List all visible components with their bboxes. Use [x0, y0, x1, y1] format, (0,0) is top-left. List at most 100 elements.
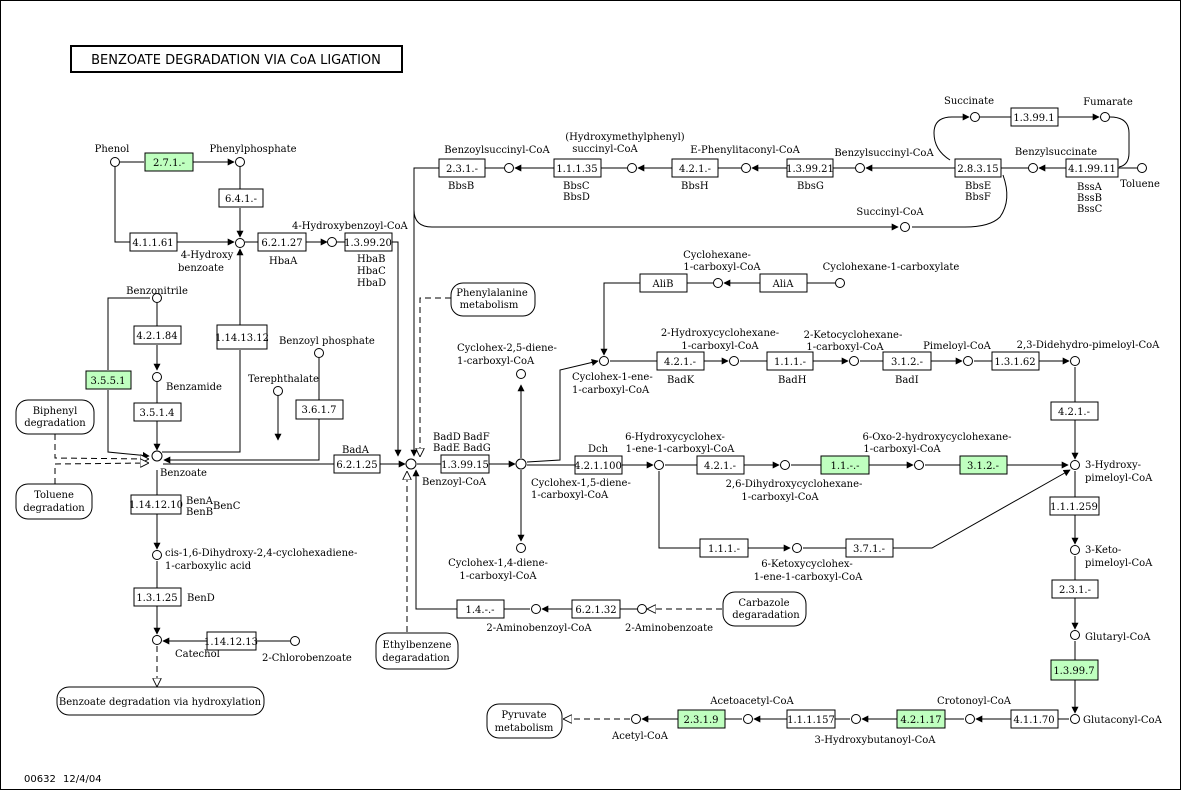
- enzyme-3-5-5-1[interactable]: 3.5.5.1: [85, 370, 132, 390]
- compound-cyclohex-1-5-diene[interactable]: [515, 458, 527, 470]
- compound-cyclohex-1-ene[interactable]: [599, 356, 609, 366]
- compound-phenylphosphate[interactable]: [235, 157, 245, 167]
- map-biphenyl-degradation[interactable]: Biphenyl degradation: [15, 399, 95, 435]
- enzyme-6-4-1[interactable]: 6.4.1.-: [218, 188, 264, 208]
- compound-nodes[interactable]: [110, 112, 1147, 724]
- compound-2-ketocyclohexane[interactable]: [849, 356, 859, 366]
- compound-2-6-dihydroxycyclohexane[interactable]: [780, 460, 790, 470]
- compound-cyclohex-2-5-diene[interactable]: [516, 369, 526, 379]
- compound-cis-dihydrodiol[interactable]: [152, 550, 162, 560]
- enzyme-1-1-1-35[interactable]: 1.1.1.35: [553, 158, 602, 178]
- enzyme-1-3-99-7[interactable]: 1.3.99.7: [1050, 659, 1099, 681]
- enzyme-3-1-2-mid[interactable]: 3.1.2.-: [959, 455, 1008, 475]
- enzyme-4-2-1-mid[interactable]: 4.2.1.-: [696, 455, 745, 475]
- compound-cyclohexane-1-carboxylate[interactable]: [835, 278, 845, 288]
- compound-terephthalate[interactable]: [273, 386, 283, 396]
- enzyme-2-3-1-bbsb[interactable]: 2.3.1.-: [438, 158, 486, 178]
- compound-acetoacetyl-coa[interactable]: [743, 714, 753, 724]
- compound-3-hydroxypimeloyl-coa[interactable]: [1070, 460, 1080, 470]
- compound-cyclohexane-1-carboxyl-coa[interactable]: [713, 278, 723, 288]
- enzyme-3-1-2-badi[interactable]: 3.1.2.-: [882, 351, 932, 371]
- compound-e-phenylitaconyl-coa[interactable]: [741, 163, 751, 173]
- compound-4-hydroxybenzoate[interactable]: [235, 238, 245, 248]
- compound-hydroxymethylphenyl-succinyl-coa[interactable]: [627, 163, 637, 173]
- compound-cyclohex-1-4-diene[interactable]: [516, 543, 526, 553]
- compound-2-3-didehydro-pimeloyl-coa[interactable]: [1070, 356, 1080, 366]
- enzyme-3-7-1[interactable]: 3.7.1.-: [845, 538, 894, 558]
- enzyme-6-2-1-25[interactable]: 6.2.1.25: [333, 454, 381, 474]
- compound-benzoate[interactable]: [151, 450, 163, 462]
- enzyme-4-1-99-11[interactable]: 4.1.99.11: [1065, 158, 1119, 178]
- compound-crotonoyl-coa[interactable]: [965, 714, 975, 724]
- compound-3-ketopimeloyl-coa[interactable]: [1070, 545, 1080, 555]
- compound-toluene[interactable]: [1137, 163, 1147, 173]
- compound-benzylsuccinate[interactable]: [1028, 163, 1038, 173]
- enzyme-3-6-1-7[interactable]: 3.6.1.7: [295, 399, 344, 420]
- compound-glutaryl-coa[interactable]: [1070, 630, 1080, 640]
- compound-benzamide[interactable]: [152, 372, 162, 382]
- compound-2-hydroxycyclohexane[interactable]: [729, 356, 739, 366]
- enzyme-4-2-1-100[interactable]: 4.2.1.100: [574, 455, 623, 475]
- enzyme-4-2-1-84[interactable]: 4.2.1.84: [133, 325, 182, 345]
- enzyme-2-7-1[interactable]: 2.7.1.-: [144, 152, 194, 172]
- compound-benzoylsuccinyl-coa[interactable]: [504, 163, 514, 173]
- enzyme-4-2-1-bbsh[interactable]: 4.2.1.-: [671, 158, 719, 178]
- map-ethylbenzene-degradation[interactable]: Ethylbenzene degaradation: [375, 632, 459, 670]
- enzyme-6-2-1-32[interactable]: 6.2.1.32: [571, 599, 621, 619]
- map-benzoate-hydroxylation[interactable]: Benzoate degradation via hydroxylation: [56, 686, 265, 716]
- compound-2-chlorobenzoate[interactable]: [290, 636, 300, 646]
- enzyme-1-3-1-62[interactable]: 1.3.1.62: [991, 351, 1040, 371]
- compound-catechol[interactable]: [152, 635, 162, 645]
- enzyme-1-3-99-20[interactable]: 1.3.99.20: [344, 232, 393, 252]
- compound-6-oxo-2-hydroxycyclohexane[interactable]: [914, 460, 924, 470]
- enzyme-2-3-1-9[interactable]: 2.3.1.9: [677, 709, 726, 729]
- compound-acetyl-coa[interactable]: [631, 714, 641, 724]
- enzyme-1-14-13-12[interactable]: 1.14.13.12: [215, 324, 269, 350]
- compound-6-ketoxycyclohex[interactable]: [792, 543, 802, 553]
- compound-pimeloyl-coa[interactable]: [963, 356, 973, 366]
- map-links[interactable]: Biphenyl degradation Toluene degradation…: [15, 282, 807, 739]
- compound-glutaconyl-coa[interactable]: [1070, 714, 1080, 724]
- compound-benzylsuccinyl-coa[interactable]: [855, 163, 865, 173]
- enzyme-1-1-1-259[interactable]: 1.1.1.259: [1049, 496, 1100, 516]
- compound-3-hydroxybutanoyl-coa[interactable]: [851, 714, 861, 724]
- enzyme-2-3-1-right[interactable]: 2.3.1.-: [1051, 579, 1099, 599]
- enzyme-1-3-99-21[interactable]: 1.3.99.21: [786, 158, 834, 178]
- enzyme-1-1-1-badh[interactable]: 1.1.1.-: [766, 351, 814, 371]
- compound-benzoyl-phosphate[interactable]: [314, 348, 324, 358]
- enzyme-1-14-12-10[interactable]: 1.14.12.10: [129, 494, 183, 515]
- enzyme-1-14-12-13[interactable]: 1.14.12.13: [204, 631, 258, 651]
- compound-phenol[interactable]: [110, 157, 120, 167]
- enzyme-2-8-3-15[interactable]: 2.8.3.15: [954, 158, 1002, 178]
- compound-2-aminobenzoate[interactable]: [637, 604, 647, 614]
- compound-6-hydroxycyclohex[interactable]: [654, 460, 664, 470]
- enzyme-6-2-1-27[interactable]: 6.2.1.27: [257, 232, 307, 252]
- enzyme-1-3-99-15[interactable]: 1.3.99.15: [440, 454, 490, 474]
- enzyme-boxes[interactable]: 2.7.1.- 6.4.1.- 4.1.1.61 6.2.1.27 1.3.99…: [85, 107, 1119, 729]
- enzyme-alia[interactable]: AliA: [759, 273, 808, 293]
- enzyme-3-5-1-4[interactable]: 3.5.1.4: [133, 402, 182, 422]
- enzyme-4-2-1-badk[interactable]: 4.2.1.-: [656, 351, 705, 371]
- enzyme-1-1-1-157[interactable]: 1.1.1.157: [786, 709, 836, 729]
- compound-fumarate[interactable]: [1100, 112, 1110, 122]
- compound-benzoyl-coa[interactable]: [405, 458, 417, 470]
- map-pyruvate-metabolism[interactable]: Pyruvate metabolism: [486, 703, 563, 739]
- compound-4-hydroxybenzoyl-coa[interactable]: [327, 237, 337, 247]
- map-phenylalanine-metabolism[interactable]: Phenylalanine metabolism: [450, 282, 536, 317]
- map-toluene-degradation[interactable]: Toluene degradation: [15, 483, 93, 520]
- enzyme-1-4[interactable]: 1.4.-.-: [456, 599, 505, 619]
- compound-succinyl-coa[interactable]: [900, 222, 910, 232]
- compound-2-aminobenzoyl-coa[interactable]: [531, 604, 541, 614]
- enzyme-alib[interactable]: AliB: [639, 273, 688, 293]
- enzyme-1-3-99-1[interactable]: 1.3.99.1: [1010, 107, 1059, 127]
- enzyme-1-1-1-low[interactable]: 1.1.1.-: [699, 538, 749, 558]
- compound-benzonitrile[interactable]: [152, 293, 162, 303]
- enzyme-4-2-1-right[interactable]: 4.2.1.-: [1050, 401, 1099, 421]
- enzyme-4-1-1-70[interactable]: 4.1.1.70: [1010, 709, 1059, 729]
- enzyme-1-1[interactable]: 1.1.-.-: [820, 455, 870, 475]
- compound-succinate[interactable]: [970, 112, 980, 122]
- enzyme-4-1-1-61[interactable]: 4.1.1.61: [129, 232, 178, 252]
- map-carbazole-degradation[interactable]: Carbazole degaradation: [722, 591, 807, 627]
- enzyme-1-3-1-25[interactable]: 1.3.1.25: [133, 587, 182, 607]
- enzyme-4-2-1-17[interactable]: 4.2.1.17: [896, 709, 946, 729]
